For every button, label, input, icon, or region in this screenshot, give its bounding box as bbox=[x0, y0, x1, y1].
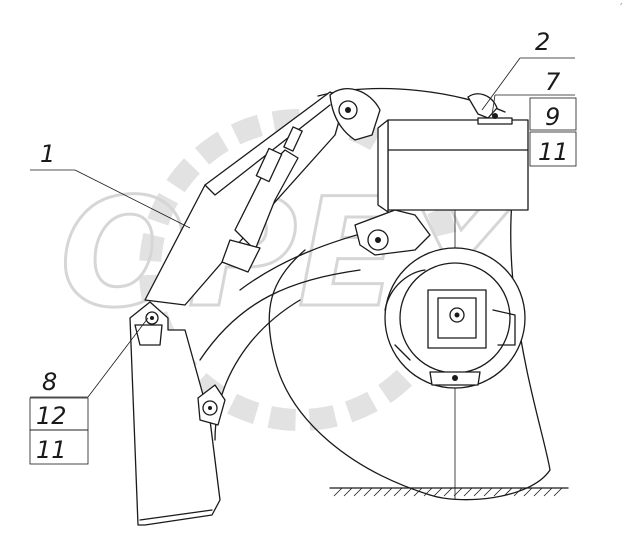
callout-7: 7 bbox=[545, 68, 561, 96]
callout-12: 12 bbox=[36, 402, 67, 430]
callout-1: 1 bbox=[40, 140, 55, 168]
callout-8: 8 bbox=[42, 368, 57, 396]
callout-2: 2 bbox=[535, 28, 550, 56]
callout-9: 9 bbox=[545, 103, 560, 131]
lower-shoe bbox=[129, 301, 226, 526]
rotor-drum bbox=[384, 247, 526, 389]
callout-11-top: 11 bbox=[538, 138, 569, 166]
top-pivot bbox=[329, 88, 381, 141]
link-arm bbox=[144, 91, 346, 306]
callout-11-bottom: 11 bbox=[36, 436, 67, 464]
middle-pivot bbox=[354, 209, 431, 256]
leader-lines bbox=[29, 57, 577, 465]
callout-labels: 1 2 7 9 11 8 12 11 bbox=[36, 28, 569, 464]
ground-hatch bbox=[329, 487, 569, 497]
upper-housing bbox=[377, 119, 529, 213]
corner-mark: ′ bbox=[620, 1, 623, 15]
